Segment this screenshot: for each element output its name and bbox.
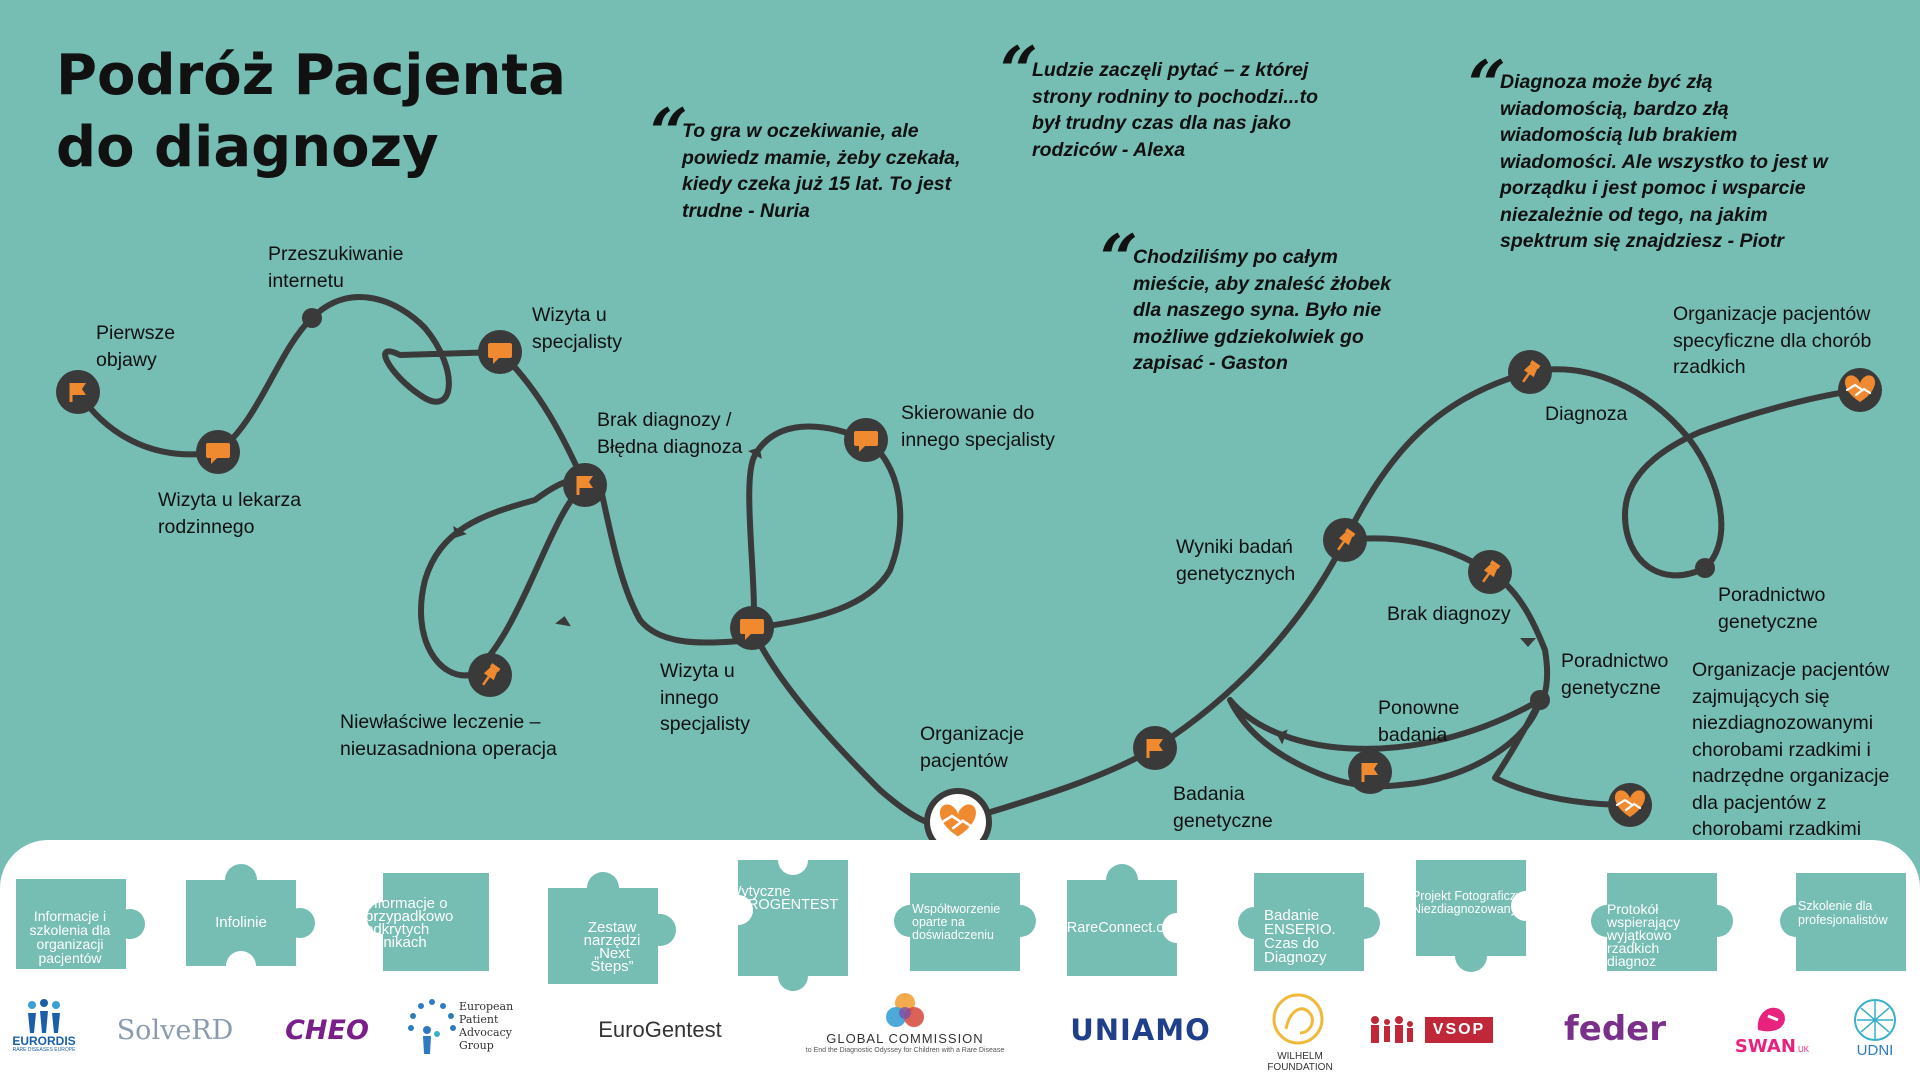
quote-mark-icon: “	[1468, 46, 1506, 124]
logo-vsop[interactable]: VSOP	[1365, 1012, 1495, 1048]
network-globe-icon	[1854, 998, 1896, 1041]
direction-arrow	[555, 616, 571, 627]
resource-piece-informacje-wyniki[interactable]: Informacje o przypadkowo odkrytych wynik…	[351, 873, 489, 975]
quote-gaston: Chodziliśmy po całym mieście, aby znaleś…	[1133, 246, 1391, 374]
title-line-2: do diagnozy	[56, 115, 439, 180]
swan-icon	[1757, 1007, 1785, 1031]
direction-arrow	[748, 447, 762, 459]
resource-piece-informacje-szkolenia[interactable]: Informacje i szkolenia dla organizacji p…	[14, 873, 148, 975]
node-diagnoza[interactable]	[1508, 350, 1552, 394]
node-org-specyficzne[interactable]	[1838, 368, 1882, 412]
node-niewlasciwe-leczenie[interactable]	[468, 653, 512, 697]
quote-mark-icon: “	[650, 94, 688, 172]
people-icon	[28, 999, 60, 1033]
node-poradnictwo-1[interactable]	[1695, 558, 1715, 578]
direction-arrow	[1520, 638, 1536, 647]
colored-circles-icon	[886, 992, 924, 1027]
logo-solverd[interactable]: SolveRD	[116, 1014, 234, 1046]
node-skierowanie[interactable]	[844, 418, 888, 462]
node-wizyta-lekarza[interactable]	[196, 430, 240, 474]
resource-piece-wytyczne[interactable]: Wytyczne EUROGENTEST	[712, 845, 848, 991]
node-org-niezdiagnozowane[interactable]	[1608, 783, 1652, 827]
node-brak-diagnozy-bledna[interactable]	[563, 463, 607, 507]
resource-piece-protokol[interactable]: Protokół wspierający wyjątkowo rzadkich …	[1577, 873, 1733, 975]
wilhelm-figure-icon	[1272, 993, 1324, 1044]
label-brak-diagnozy: Brak diagnozy	[1387, 603, 1511, 625]
resource-piece-infolinie[interactable]: Infolinie	[184, 862, 318, 981]
logo-eurordis[interactable]: EURORDIS RARE DISEASES EUROPE	[12, 990, 76, 1060]
node-poradnictwo-2[interactable]	[1530, 690, 1550, 710]
people-circle-icon	[408, 999, 456, 1054]
node-wizyta-innego[interactable]	[730, 606, 774, 650]
node-organizacje-pacjentow[interactable]	[924, 788, 992, 856]
direction-arrow	[453, 526, 467, 538]
quote-mark-icon: “	[1100, 220, 1138, 298]
node-wizyta-specjalisty[interactable]	[478, 330, 522, 374]
label-niewlasciwe-leczenie: Niewłaściwe leczenie –nieuzasadniona ope…	[340, 711, 557, 760]
logo-wilhelm[interactable]: WILHELM FOUNDATION	[1258, 983, 1342, 1078]
node-ponowne-badania[interactable]	[1348, 750, 1392, 794]
logo-uniamo[interactable]: UNIAMO	[1070, 1013, 1211, 1047]
resource-piece-rareconnect[interactable]: RareConnect.org	[1067, 858, 1201, 976]
node-pierwsze-objawy[interactable]	[56, 370, 100, 414]
resource-piece-projekt-fotograficzny[interactable]: Projekt Fotograficzy Niezdiagnozowanych	[1410, 858, 1544, 972]
label-brak-diagnozy-bledna: Brak diagnozy /Błędna diagnoza	[597, 409, 743, 458]
node-badania-genetyczne[interactable]	[1133, 726, 1177, 770]
logo-udni[interactable]: UDNI	[1848, 986, 1902, 1070]
logo-eurogentest[interactable]: EuroGentest	[598, 1017, 722, 1042]
quote-mark-icon: “	[1000, 32, 1038, 110]
node-wyniki-badan[interactable]	[1323, 518, 1367, 562]
logo-global-commission[interactable]: GLOBAL COMMISSION to End the Diagnostic …	[780, 985, 1030, 1060]
logo-epag[interactable]: European Patient Advocacy Group	[405, 993, 535, 1059]
label-diagnoza: Diagnoza	[1545, 403, 1628, 425]
family-figures-icon	[1370, 1016, 1413, 1043]
resource-piece-zestaw-narzedzi[interactable]: Zestaw narzędzi „Next Steps”	[548, 862, 682, 984]
logo-cheo[interactable]: CHEO	[285, 1014, 369, 1046]
direction-arrow	[1276, 729, 1288, 745]
path-segment	[75, 294, 1863, 829]
logo-feder[interactable]: feder	[1563, 1009, 1667, 1049]
title-line-1: Podróż Pacjenta	[56, 43, 566, 108]
resource-piece-badanie-enserio[interactable]: Badanie ENSERIO. Czas do Diagnozy	[1222, 873, 1380, 975]
path-segment	[1492, 697, 1633, 808]
quote-nuria: To gra w oczekiwanie, ale powiedz mamie,…	[682, 120, 961, 222]
node-przeszukiwanie[interactable]	[302, 308, 322, 328]
page-title: Podróż Pacjenta do diagnozy	[56, 40, 566, 184]
resource-piece-szkolenie[interactable]: Szkolenie dla profesjonalistów	[1766, 873, 1906, 975]
quote-piotr: Diagnoza może być złą wiadomością, bardz…	[1500, 71, 1828, 252]
resource-piece-wspoltworzenie[interactable]: Współtworzenie oparte na doświadczeniu	[880, 873, 1036, 975]
quote-alexa: Ludzie zaczęli pytać – z której strony r…	[1032, 59, 1318, 161]
node-brak-diagnozy[interactable]	[1468, 550, 1512, 594]
